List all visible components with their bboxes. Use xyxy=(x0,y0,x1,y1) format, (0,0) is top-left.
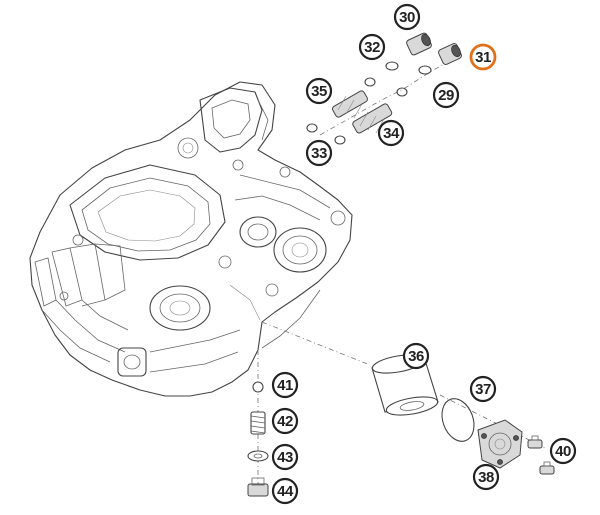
callout-label: 29 xyxy=(438,87,454,104)
callout-label: 42 xyxy=(277,413,293,430)
callout-circle xyxy=(402,342,430,370)
callout-circle xyxy=(271,443,299,471)
part-44-plug xyxy=(247,477,269,497)
callout-44: 44 xyxy=(271,477,299,505)
callout-circle xyxy=(358,33,386,61)
callout-circle xyxy=(305,77,333,105)
assembly-lines xyxy=(257,54,546,490)
callout-label: 41 xyxy=(277,377,293,394)
callout-31: 31 xyxy=(469,43,497,71)
callout-label: 35 xyxy=(311,83,327,100)
callout-40: 40 xyxy=(549,437,577,465)
callout-36: 36 xyxy=(402,342,430,370)
callout-32: 32 xyxy=(358,33,386,61)
engine-case xyxy=(29,81,353,397)
callout-33: 33 xyxy=(305,139,333,167)
part-30-plug xyxy=(406,32,432,56)
callout-label: 32 xyxy=(364,39,380,56)
callout-37: 37 xyxy=(469,375,497,403)
callout-42: 42 xyxy=(271,407,299,435)
callout-circle xyxy=(377,119,405,147)
part-42-spring xyxy=(250,411,266,435)
callout-label: 44 xyxy=(277,483,294,500)
part-35-screen xyxy=(332,90,368,119)
callout-label: 37 xyxy=(475,381,491,398)
part-34-screen xyxy=(352,103,393,134)
callout-circle xyxy=(271,407,299,435)
seal-rings xyxy=(306,61,432,145)
callout-label: 36 xyxy=(408,348,424,365)
callout-label: 30 xyxy=(399,9,415,26)
part-43-washer xyxy=(247,450,269,462)
callout-circle xyxy=(469,375,497,403)
part-38-filter-cover xyxy=(477,419,523,469)
callouts: 30 31 32 29 35 34 33 36 37 38 40 41 42 43 44 xyxy=(271,3,577,505)
callout-43: 43 xyxy=(271,443,299,471)
callout-circle xyxy=(469,43,497,71)
callout-35: 35 xyxy=(305,77,333,105)
callout-circle xyxy=(432,81,460,109)
callout-label: 33 xyxy=(311,145,327,162)
callout-circle xyxy=(305,139,333,167)
callout-30: 30 xyxy=(393,3,421,31)
part-36-filter-cartridge xyxy=(371,354,439,416)
part-40-screws xyxy=(527,435,555,475)
callout-circle xyxy=(549,437,577,465)
part-37-o-ring xyxy=(441,398,475,442)
callout-label: 43 xyxy=(277,449,293,466)
callout-label: 40 xyxy=(555,443,571,460)
callout-label: 38 xyxy=(478,469,494,486)
callout-38: 38 xyxy=(472,463,500,491)
part-41-ball xyxy=(252,381,264,393)
part-31-plug xyxy=(438,43,462,65)
callout-circle xyxy=(472,463,500,491)
callout-circle xyxy=(393,3,421,31)
callout-41: 41 xyxy=(271,371,299,399)
callout-34: 34 xyxy=(377,119,405,147)
callout-label: 31 xyxy=(475,49,491,66)
callout-29: 29 xyxy=(432,81,460,109)
callout-label: 34 xyxy=(383,125,400,142)
callout-circle xyxy=(271,477,299,505)
callout-circle xyxy=(271,371,299,399)
